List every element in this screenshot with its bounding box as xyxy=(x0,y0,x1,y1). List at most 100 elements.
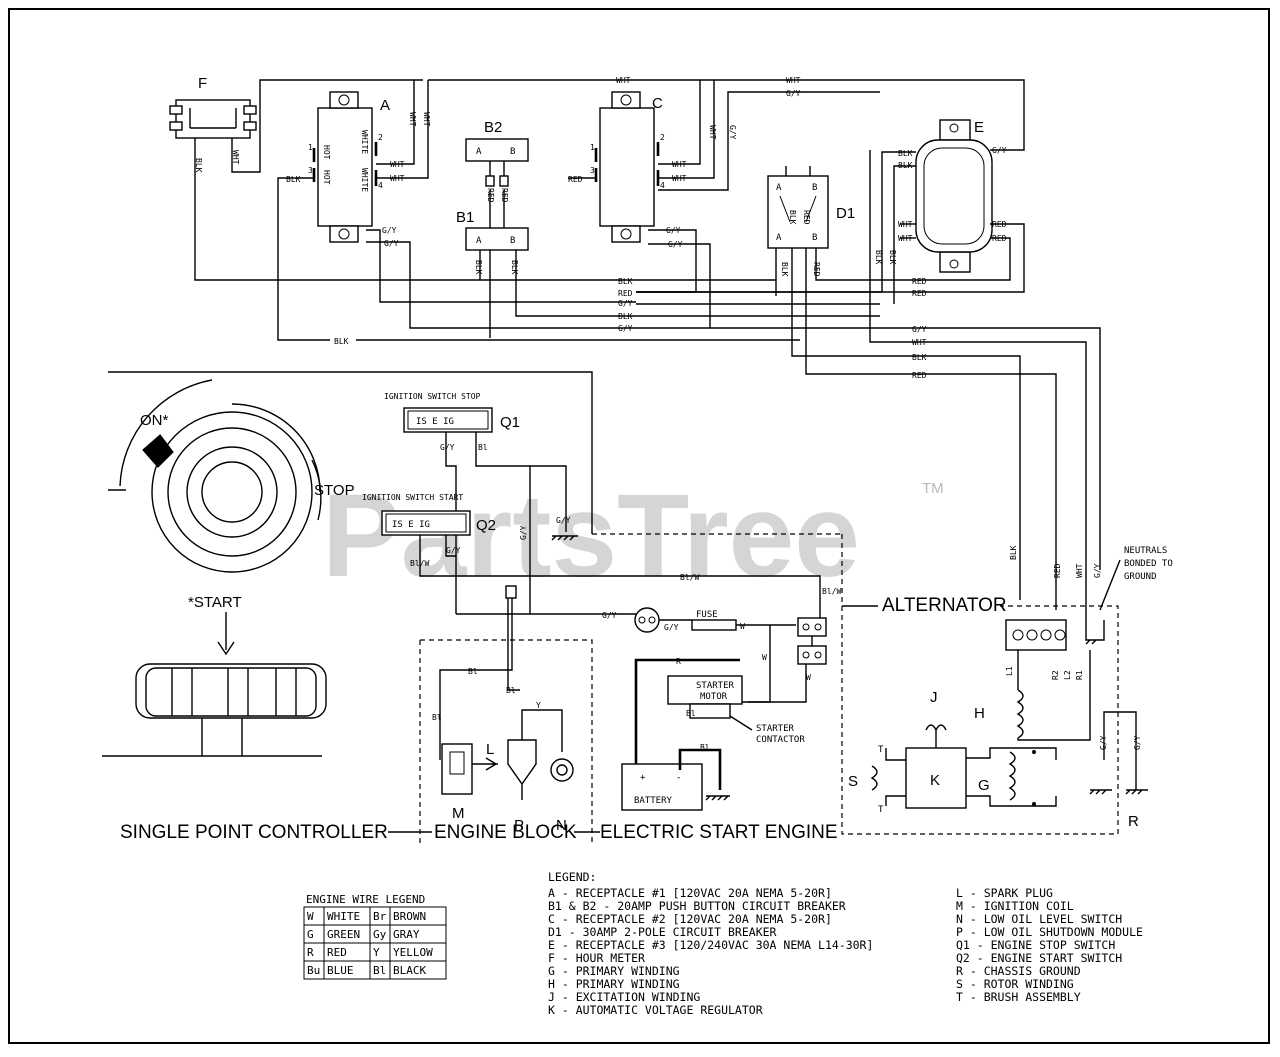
legend-item-right: P - LOW OIL SHUTDOWN MODULE xyxy=(956,925,1143,939)
svg-text:B: B xyxy=(812,183,817,193)
svg-text:RED: RED xyxy=(1053,563,1062,578)
svg-text:G/Y: G/Y xyxy=(992,146,1007,155)
svg-text:WHT: WHT xyxy=(422,112,431,127)
svg-text:BLK: BLK xyxy=(788,210,797,225)
label-r: R xyxy=(1128,813,1139,830)
svg-text:HOT: HOT xyxy=(322,170,331,185)
engine-wire-legend-cell: BLUE xyxy=(327,964,354,977)
label-h: H xyxy=(974,705,985,722)
svg-text:BLK: BLK xyxy=(780,262,789,277)
engine-wire-legend-title: ENGINE WIRE LEGEND xyxy=(306,893,425,906)
svg-text:A: A xyxy=(776,183,782,193)
battery xyxy=(621,763,703,811)
controller-knob xyxy=(108,379,322,573)
watermark: PartsTree xyxy=(322,470,860,602)
svg-text:WHT: WHT xyxy=(408,112,417,127)
label-k: K xyxy=(930,772,940,789)
svg-text:WHT: WHT xyxy=(390,174,405,183)
label-q1: Q1 xyxy=(500,414,520,431)
svg-text:BLK: BLK xyxy=(286,175,301,184)
avr-k xyxy=(905,747,967,809)
svg-text:A: A xyxy=(776,233,782,243)
svg-text:T: T xyxy=(878,805,884,815)
svg-text:RED: RED xyxy=(912,371,927,380)
svg-text:WHITE: WHITE xyxy=(360,130,369,154)
svg-text:MOTOR: MOTOR xyxy=(700,692,728,702)
svg-text:RED: RED xyxy=(802,210,811,225)
legend-item-right: L - SPARK PLUG xyxy=(956,886,1053,900)
svg-text:Bl: Bl xyxy=(506,686,516,695)
legend-item-left: A - RECEPTACLE #1 [120VAC 20A NEMA 5-20R… xyxy=(548,886,832,900)
svg-text:IS E IG: IS E IG xyxy=(392,520,430,530)
svg-text:G/Y: G/Y xyxy=(556,516,571,525)
svg-text:STARTER: STARTER xyxy=(696,681,735,691)
label-b2: B2 xyxy=(484,119,502,136)
svg-text:G/Y: G/Y xyxy=(1133,735,1142,750)
svg-text:BLK: BLK xyxy=(874,250,883,265)
svg-text:B: B xyxy=(510,147,515,157)
starter-contactor-label-2: CONTACTOR xyxy=(756,735,805,745)
svg-text:G/Y: G/Y xyxy=(1093,563,1102,578)
svg-text:WHT: WHT xyxy=(898,234,913,243)
label-a: A xyxy=(380,97,390,114)
low-oil-module-p xyxy=(507,739,537,800)
label-stop: STOP xyxy=(314,482,355,499)
neutrals-label-2: BONDED TO xyxy=(1124,559,1173,569)
svg-text:BLK: BLK xyxy=(888,250,897,265)
legend-item-left: G - PRIMARY WINDING xyxy=(548,964,680,978)
svg-text:W: W xyxy=(806,673,811,682)
diagram-frame xyxy=(8,8,1270,1044)
svg-text:Bl: Bl xyxy=(432,713,442,722)
ignition-start-switch-q2 xyxy=(381,510,471,536)
legend-item-left: D1 - 30AMP 2-POLE CIRCUIT BREAKER xyxy=(548,925,777,939)
engine-wire-legend-cell: GREEN xyxy=(327,928,360,941)
svg-text:WHT: WHT xyxy=(390,160,405,169)
legend-item-right: T - BRUSH ASSEMBLY xyxy=(956,990,1081,1004)
svg-text:3: 3 xyxy=(308,166,313,175)
engine-wire-legend-cell: Gy xyxy=(373,928,387,941)
svg-text:3: 3 xyxy=(590,166,595,175)
svg-text:G/Y: G/Y xyxy=(668,240,683,249)
svg-text:WHT: WHT xyxy=(786,76,801,85)
svg-text:IS E IG: IS E IG xyxy=(416,417,454,427)
svg-text:WHT: WHT xyxy=(912,338,927,347)
svg-text:Bl/W: Bl/W xyxy=(680,573,699,582)
breaker-d1 xyxy=(767,175,829,249)
section-engine-block: ENGINE BLOCK xyxy=(434,822,577,843)
svg-text:BLK: BLK xyxy=(1009,545,1018,560)
svg-text:BLK: BLK xyxy=(618,312,633,321)
engine-wire-legend-cell: Y xyxy=(373,946,380,959)
trademark: TM xyxy=(922,480,944,497)
receptacle-a xyxy=(312,91,378,243)
alternator-label: ALTERNATOR xyxy=(882,595,1007,616)
svg-text:A: A xyxy=(476,147,482,157)
legend-item-right: S - ROTOR WINDING xyxy=(956,977,1074,991)
svg-text:R: R xyxy=(676,657,681,666)
svg-text:RED: RED xyxy=(992,234,1007,243)
svg-text:Y: Y xyxy=(536,701,541,710)
svg-text:WHT: WHT xyxy=(1075,563,1084,578)
svg-text:G/Y: G/Y xyxy=(384,239,399,248)
start-cup xyxy=(135,663,327,756)
svg-text:W: W xyxy=(762,653,767,662)
receptacle-c xyxy=(594,91,660,243)
legend-item-right: N - LOW OIL LEVEL SWITCH xyxy=(956,912,1122,926)
section-single-point-controller: SINGLE POINT CONTROLLER xyxy=(120,822,388,843)
svg-text:Bl: Bl xyxy=(700,743,710,752)
svg-text:RED: RED xyxy=(912,277,927,286)
section-electric-start-engine: ELECTRIC START ENGINE xyxy=(600,822,838,843)
svg-text:G/Y: G/Y xyxy=(446,546,461,555)
legend-item-left: H - PRIMARY WINDING xyxy=(548,977,680,991)
svg-text:B: B xyxy=(510,236,515,246)
svg-text:G/Y: G/Y xyxy=(382,226,397,235)
svg-text:1: 1 xyxy=(590,143,595,152)
engine-wire-legend-cell: Br xyxy=(373,910,387,923)
legend-item-left: C - RECEPTACLE #2 [120VAC 20A NEMA 5-20R… xyxy=(548,912,832,926)
svg-text:W: W xyxy=(740,622,745,631)
svg-text:G/Y: G/Y xyxy=(519,525,528,540)
starter-contactor-label-1: STARTER xyxy=(756,724,795,734)
ignition-start-label: IGNITION SWITCH START xyxy=(362,493,463,502)
svg-text:R1: R1 xyxy=(1075,670,1084,680)
label-n: N xyxy=(556,817,567,834)
engine-wire-legend-cell: G xyxy=(307,928,314,941)
